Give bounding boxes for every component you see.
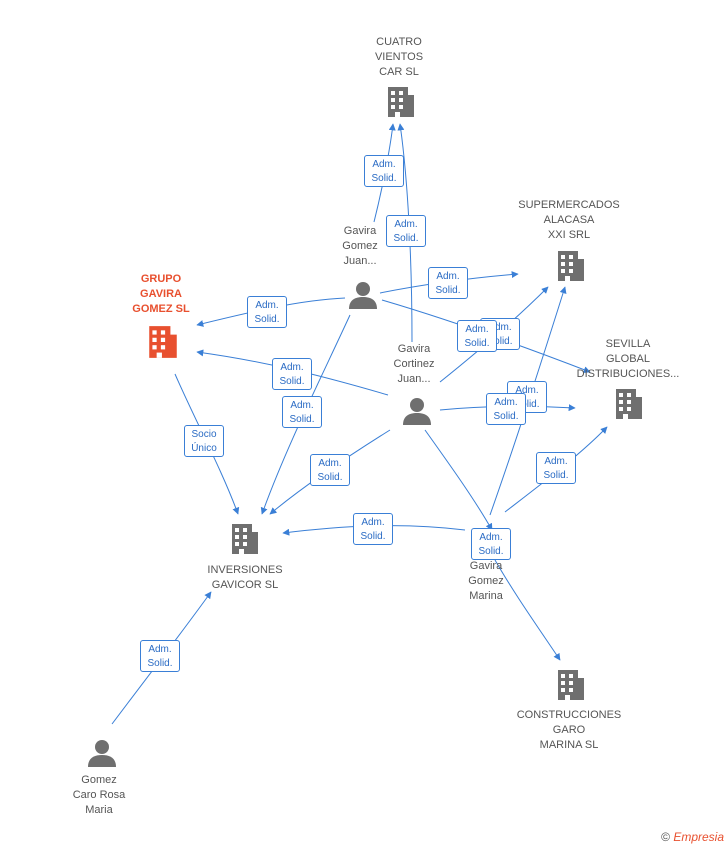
node-label-sevilla-global[interactable]: SEVILLA GLOBAL DISTRIBUCIONES... — [576, 338, 680, 380]
relation-badge-adm[interactable]: Adm. Solid. — [428, 267, 468, 299]
relation-badge-adm[interactable]: Adm. Solid. — [282, 396, 322, 428]
person-icon-gavira-gomez-juan — [349, 282, 377, 309]
node-label-gavira-gomez-marina[interactable]: Gavira Gomez Marina — [468, 560, 504, 602]
building-icon-grupo-gavira — [149, 326, 177, 358]
relation-badge-adm[interactable]: Adm. Solid. — [310, 454, 350, 486]
edge-marina-construcciones — [494, 559, 561, 661]
node-label-gavira-cortinez-juan[interactable]: Gavira Cortinez Juan... — [393, 343, 435, 385]
node-label-grupo-gavira[interactable]: GRUPO GAVIRA GOMEZ SL — [132, 273, 190, 315]
relation-badge-socio-unico[interactable]: Socio Único — [184, 425, 224, 457]
relation-badge-adm[interactable]: Adm. Solid. — [457, 320, 497, 352]
edge-cortinez-marina — [424, 429, 493, 531]
node-label-construcciones[interactable]: CONSTRUCCIONES GARO MARINA SL — [516, 709, 622, 751]
node-label-cuatro-vientos[interactable]: CUATRO VIENTOS CAR SL — [374, 36, 424, 78]
relation-badge-adm[interactable]: Adm. Solid. — [536, 452, 576, 484]
footer-brand: © Empresia — [661, 830, 724, 844]
building-icon-sevilla-global — [616, 389, 642, 419]
building-icon-cuatro-vientos — [388, 87, 414, 117]
relation-badge-adm[interactable]: Adm. Solid. — [386, 215, 426, 247]
relation-badge-adm[interactable]: Adm. Solid. — [247, 296, 287, 328]
node-label-supermercados[interactable]: SUPERMERCADOS ALACASA XXI SRL — [518, 199, 620, 241]
relation-badge-adm[interactable]: Adm. Solid. — [364, 155, 404, 187]
node-label-gavira-gomez-juan[interactable]: Gavira Gomez Juan... — [342, 225, 378, 267]
building-icon-inversiones — [232, 524, 258, 554]
building-icon-supermercados — [558, 251, 584, 281]
copyright-symbol: © — [661, 830, 670, 844]
person-icon-gavira-cortinez-juan — [403, 398, 431, 425]
building-icon-construcciones — [558, 670, 584, 700]
relation-badge-adm[interactable]: Adm. Solid. — [140, 640, 180, 672]
relation-badge-adm[interactable]: Adm. Solid. — [471, 528, 511, 560]
node-label-inversiones[interactable]: INVERSIONES GAVICOR SL — [207, 564, 283, 591]
relation-badge-adm[interactable]: Adm. Solid. — [353, 513, 393, 545]
relation-badge-adm[interactable]: Adm. Solid. — [272, 358, 312, 390]
person-icon-gomez-caro — [88, 740, 116, 767]
node-label-gomez-caro[interactable]: Gomez Caro Rosa Maria — [72, 774, 126, 816]
brand-logo: Empresia — [673, 830, 724, 844]
relation-badge-adm[interactable]: Adm. Solid. — [486, 393, 526, 425]
